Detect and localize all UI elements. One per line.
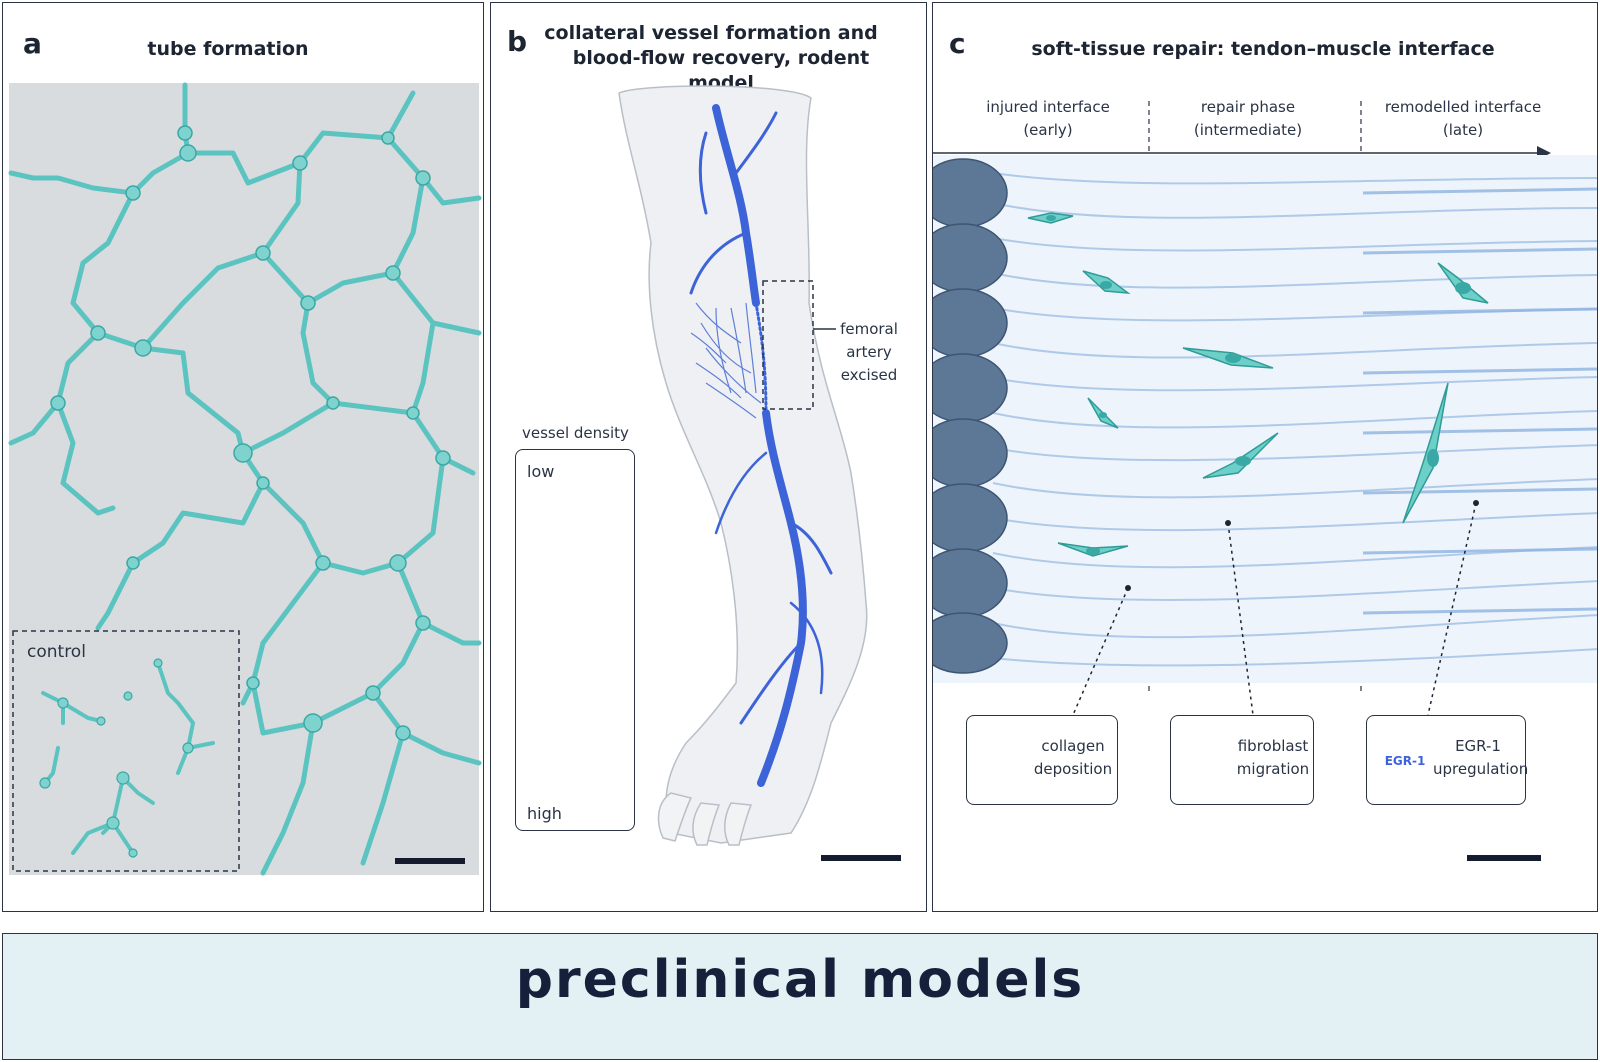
muscle-fascicles: [933, 158, 1008, 674]
phase-label-late-line2: (late): [1442, 121, 1484, 139]
panel-a-label: a: [23, 27, 42, 60]
control-inset-label: control: [27, 642, 86, 662]
vessel-density-legend-title: vessel density: [522, 424, 629, 442]
legend-egr1-upregulation: [1366, 715, 1526, 805]
phase-label-early-line2: (early): [1023, 121, 1073, 139]
legend-fibroblast-line1: fibroblast: [1237, 737, 1309, 755]
panel-c: c soft-tissue repair: tendon–muscle inte…: [932, 2, 1598, 912]
panel-c-title: soft-tissue repair: tendon–muscle interf…: [1031, 38, 1495, 60]
panel-a-title: tube formation: [147, 38, 309, 60]
legend-egr1-line1: EGR-1: [1455, 737, 1501, 755]
scale-bar-b: [821, 855, 901, 861]
footer-title: preclinical models: [515, 950, 1085, 1010]
femoral-artery-path: [689, 104, 833, 787]
phase-label-mid-line2: (intermediate): [1193, 121, 1303, 139]
vessel-density-high-label: high: [527, 804, 562, 823]
tube-formation-micrograph: [8, 82, 482, 876]
phase-label-early-line1: injured interface: [986, 98, 1110, 116]
legend-collagen-line1: collagen: [1041, 737, 1105, 755]
femoral-artery-callout-line1: femoral: [840, 320, 898, 338]
femoral-artery-callout-line3: excised: [840, 366, 898, 384]
panel-b-label: b: [507, 25, 528, 58]
legend-egr1-line2: upregulation: [1433, 760, 1529, 778]
vessel-density-legend: [515, 449, 635, 831]
femoral-artery-callout-line2: artery: [846, 343, 892, 361]
legend-collagen-line2: deposition: [1033, 760, 1113, 778]
panel-a: a tube formation: [2, 2, 484, 912]
vessel-density-low-label: low: [527, 462, 555, 481]
panel-b-title-line1: collateral vessel formation and: [544, 22, 878, 44]
panel-b: b collateral vessel formation and blood-…: [490, 2, 927, 912]
legend-fibroblast-line2: migration: [1236, 760, 1310, 778]
control-inset: [12, 630, 240, 872]
legend-collagen-deposition: [966, 715, 1118, 805]
collagen-fibers: [992, 172, 1597, 667]
excision-box: [762, 280, 814, 410]
panel-c-label: c: [949, 27, 966, 60]
phase-label-late-line1: remodelled interface: [1384, 98, 1542, 116]
legend-fibroblast-migration: [1170, 715, 1314, 805]
footer-banner: preclinical models: [2, 933, 1598, 1060]
phase-label-mid-line1: repair phase: [1200, 98, 1296, 116]
egr1-badge-text: EGR-1: [1384, 754, 1426, 768]
hindlimb-outline: [618, 85, 868, 844]
scale-bar-c: [1467, 855, 1541, 861]
scale-bar-a: [395, 858, 465, 864]
